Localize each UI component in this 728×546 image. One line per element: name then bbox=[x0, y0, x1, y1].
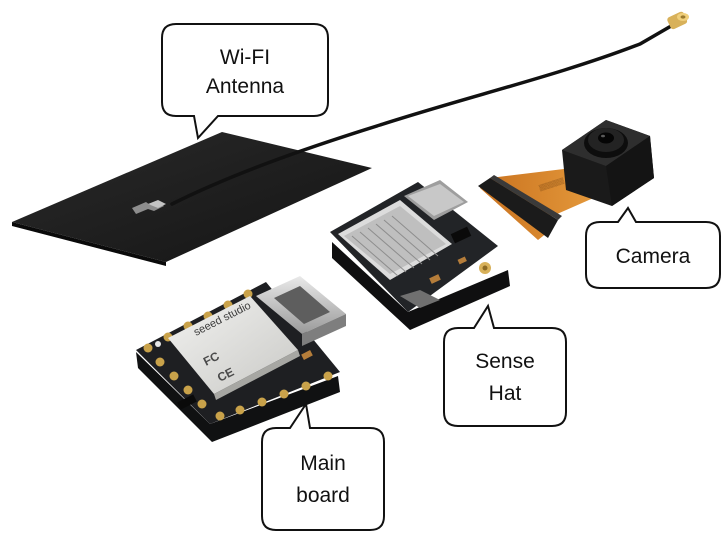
callout-wifi-antenna: Wi-FI Antenna bbox=[161, 23, 329, 141]
main-board-label-line1: Main bbox=[300, 452, 346, 475]
sense-hat-label-line2: Hat bbox=[489, 382, 522, 405]
wifi-antenna-label-line1: Wi-FI bbox=[220, 46, 270, 69]
callout-main-board: Main board bbox=[261, 401, 385, 531]
sense-hat-board bbox=[330, 180, 510, 330]
ce-mark: CE bbox=[215, 365, 236, 385]
callout-camera: Camera bbox=[585, 206, 721, 289]
wifi-antenna-cable bbox=[170, 11, 689, 206]
camera-module bbox=[562, 120, 654, 206]
wifi-antenna-pad bbox=[12, 132, 372, 266]
camera-label: Camera bbox=[616, 245, 691, 268]
fcc-mark: FC bbox=[201, 349, 222, 369]
wifi-antenna-label-line2: Antenna bbox=[206, 75, 285, 98]
main-board: seeed studio FC CE bbox=[136, 276, 346, 442]
sense-hat-label-line1: Sense bbox=[475, 350, 535, 373]
main-board-label-line2: board bbox=[296, 484, 350, 507]
callout-sense-hat: Sense Hat bbox=[443, 303, 567, 427]
